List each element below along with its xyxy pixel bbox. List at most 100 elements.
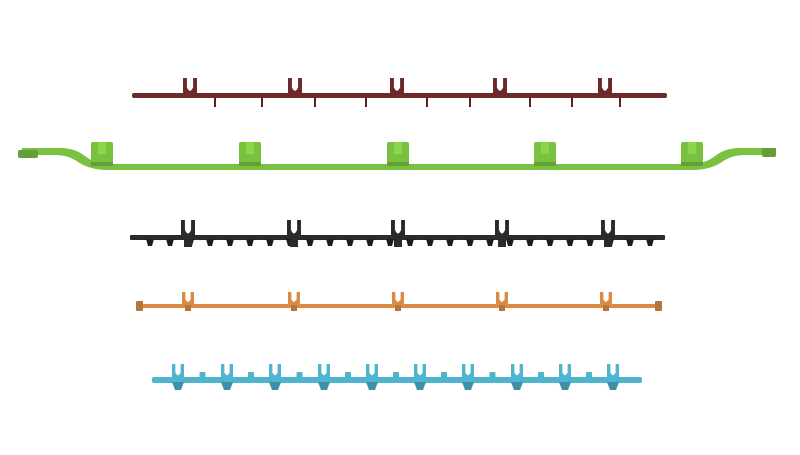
rail-foot bbox=[414, 382, 426, 390]
rail-clip-stem bbox=[185, 305, 191, 311]
rail-foot bbox=[586, 239, 594, 246]
rail-clip-stem bbox=[291, 305, 297, 311]
rail-chair-slot bbox=[541, 142, 549, 154]
rail-mid-lug bbox=[538, 372, 544, 378]
rail-clip bbox=[221, 364, 233, 379]
green-spacer-rail bbox=[18, 142, 776, 170]
rail-chair-slot bbox=[394, 142, 402, 154]
rail-end-cap bbox=[762, 148, 776, 157]
rail-foot bbox=[626, 239, 634, 246]
rail-chair-base bbox=[239, 162, 261, 166]
rail-mid-lug bbox=[586, 372, 592, 378]
rail-clip bbox=[495, 220, 509, 238]
rail-foot bbox=[571, 97, 573, 107]
rail-clip bbox=[511, 364, 523, 379]
rail-clip bbox=[601, 220, 615, 238]
rail-foot bbox=[226, 239, 234, 246]
rail-foot bbox=[365, 97, 367, 107]
rail-chair-base bbox=[387, 162, 409, 166]
rail-clip-stem bbox=[604, 238, 612, 247]
rail-clip bbox=[269, 364, 281, 379]
rail-clip bbox=[493, 78, 507, 95]
rail-bar bbox=[132, 93, 667, 98]
rail-end-cap bbox=[136, 301, 143, 311]
rail-clip bbox=[496, 292, 508, 305]
rail-clip bbox=[287, 220, 301, 238]
rail-clip-stem bbox=[394, 238, 402, 247]
rail-foot bbox=[529, 97, 531, 107]
rail-clip-stem bbox=[498, 238, 506, 247]
rail-chair-slot bbox=[688, 142, 696, 154]
rail-end-cap bbox=[655, 301, 662, 311]
orange-spacer-rail bbox=[136, 292, 662, 311]
rail-clip bbox=[288, 292, 300, 305]
rail-chair-slot bbox=[246, 142, 254, 154]
rail-foot bbox=[314, 97, 316, 107]
rail-foot bbox=[366, 382, 378, 390]
rail-clip bbox=[600, 292, 612, 305]
rail-clip-stem bbox=[184, 238, 192, 247]
rail-mid-lug bbox=[199, 372, 206, 378]
rail-foot bbox=[426, 239, 434, 246]
rail-clip bbox=[559, 364, 571, 379]
rail-clip bbox=[462, 364, 474, 379]
rail-clip bbox=[288, 78, 302, 95]
rail-foot bbox=[269, 382, 281, 390]
rail-mid-lug bbox=[489, 372, 496, 378]
rail-clip bbox=[390, 78, 404, 95]
rail-mid-lug bbox=[393, 372, 399, 378]
rail-foot bbox=[206, 239, 214, 246]
rail-clip bbox=[414, 364, 426, 379]
rail-clip bbox=[366, 364, 378, 379]
rail-foot bbox=[426, 97, 428, 107]
rail-clip bbox=[183, 78, 197, 95]
rail-clip bbox=[607, 364, 619, 379]
maroon-spacer-rail bbox=[132, 78, 667, 107]
rail-chair-base bbox=[534, 162, 556, 166]
rail-mid-lug bbox=[345, 372, 351, 378]
rail-foot bbox=[486, 239, 494, 246]
rail-foot bbox=[318, 382, 330, 390]
rail-foot bbox=[172, 382, 184, 390]
rail-foot bbox=[366, 239, 374, 246]
rail-clip bbox=[172, 364, 184, 379]
black-spacer-rail bbox=[130, 220, 665, 247]
rail-foot bbox=[607, 382, 619, 390]
rail-foot bbox=[146, 239, 154, 246]
rail-clip bbox=[391, 220, 405, 238]
rail-foot bbox=[326, 239, 334, 246]
rail-chair-base bbox=[91, 162, 113, 166]
rail-foot bbox=[469, 97, 471, 107]
rail-foot bbox=[346, 239, 354, 246]
rail-clip-stem bbox=[290, 238, 298, 247]
rail-foot bbox=[646, 239, 654, 246]
rail-clip-stem bbox=[499, 305, 505, 311]
rail-foot bbox=[214, 97, 216, 107]
rail-chair-base bbox=[681, 162, 703, 166]
rail-foot bbox=[559, 382, 571, 390]
rail-foot bbox=[386, 239, 394, 246]
rail-clip bbox=[392, 292, 404, 305]
rail-clip-stem bbox=[603, 305, 609, 311]
rail-mid-lug bbox=[296, 372, 303, 378]
rail-foot bbox=[406, 239, 414, 246]
rail-foot bbox=[266, 239, 274, 246]
rail-foot bbox=[446, 239, 454, 246]
blue-spacer-rail bbox=[152, 364, 642, 390]
rail-foot bbox=[619, 97, 621, 107]
rail-foot bbox=[166, 239, 174, 246]
rail-foot bbox=[526, 239, 534, 246]
rail-foot bbox=[261, 97, 263, 107]
rail-foot bbox=[462, 382, 474, 390]
rail-mid-lug bbox=[441, 372, 447, 378]
rail-foot bbox=[506, 239, 514, 246]
rail-bar bbox=[22, 148, 776, 170]
rail-chair-slot bbox=[98, 142, 106, 154]
rail-clip bbox=[318, 364, 330, 379]
rail-foot bbox=[246, 239, 254, 246]
rail-foot bbox=[546, 239, 554, 246]
rail-foot bbox=[511, 382, 523, 390]
rail-clip bbox=[598, 78, 612, 95]
